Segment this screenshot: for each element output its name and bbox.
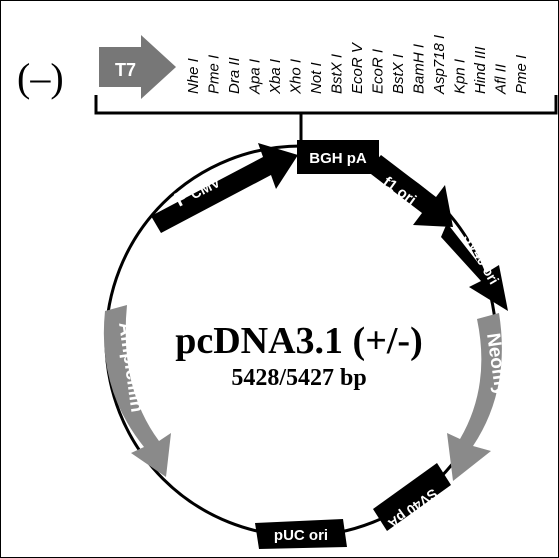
sv40-pa-box: [373, 463, 451, 531]
plasmid-size: 5428/5427 bp: [231, 365, 366, 391]
mcs-site-label: EcoR V: [349, 41, 366, 94]
mcs-site-label: Asp718 I: [431, 35, 448, 95]
mcs-site-label: BstX I: [390, 54, 407, 94]
t7-promoter-arrow: [99, 35, 176, 99]
mcs-site-label: Xba I: [267, 59, 284, 95]
mcs-site-label: Dra II: [226, 57, 243, 94]
mcs-site-label: Afl II: [493, 64, 510, 95]
ampicillin-arrow: [103, 305, 171, 477]
mcs-site-label: Apa I: [247, 59, 264, 95]
plasmid-name: pcDNA3.1 (+/-): [175, 320, 423, 362]
mcs-site-label: Kpn I: [452, 59, 469, 94]
bgh-pa-label: BGH pA: [309, 150, 367, 167]
pcmv-arrow: [151, 143, 298, 233]
puc-ori-box: [255, 519, 347, 549]
mcs-site-label: Xho I: [288, 59, 305, 95]
mcs-site-label: Hind III: [472, 46, 489, 94]
mcs-site-label: Nhe I: [185, 58, 202, 94]
mcs-site-label: BamH I: [411, 44, 428, 94]
bgh-pa-box: [297, 140, 379, 174]
strand-label: (–): [17, 55, 64, 100]
f1-ori-arrow: [367, 155, 453, 227]
neomycin-arrow: [447, 313, 502, 481]
sv40-ori-arrow: [441, 223, 508, 311]
puc-ori-label: pUC ori: [274, 527, 328, 544]
mcs-site-label: EcoR I: [370, 49, 387, 94]
mcs-bracket: [94, 95, 558, 115]
mcs-site-label: Not I: [308, 62, 325, 94]
t7-label: T7: [115, 60, 136, 80]
mcs-site-label: Pme I: [206, 55, 223, 94]
mcs-site-label: BstX I: [329, 54, 346, 94]
mcs-site-label: Pme I: [513, 55, 530, 94]
